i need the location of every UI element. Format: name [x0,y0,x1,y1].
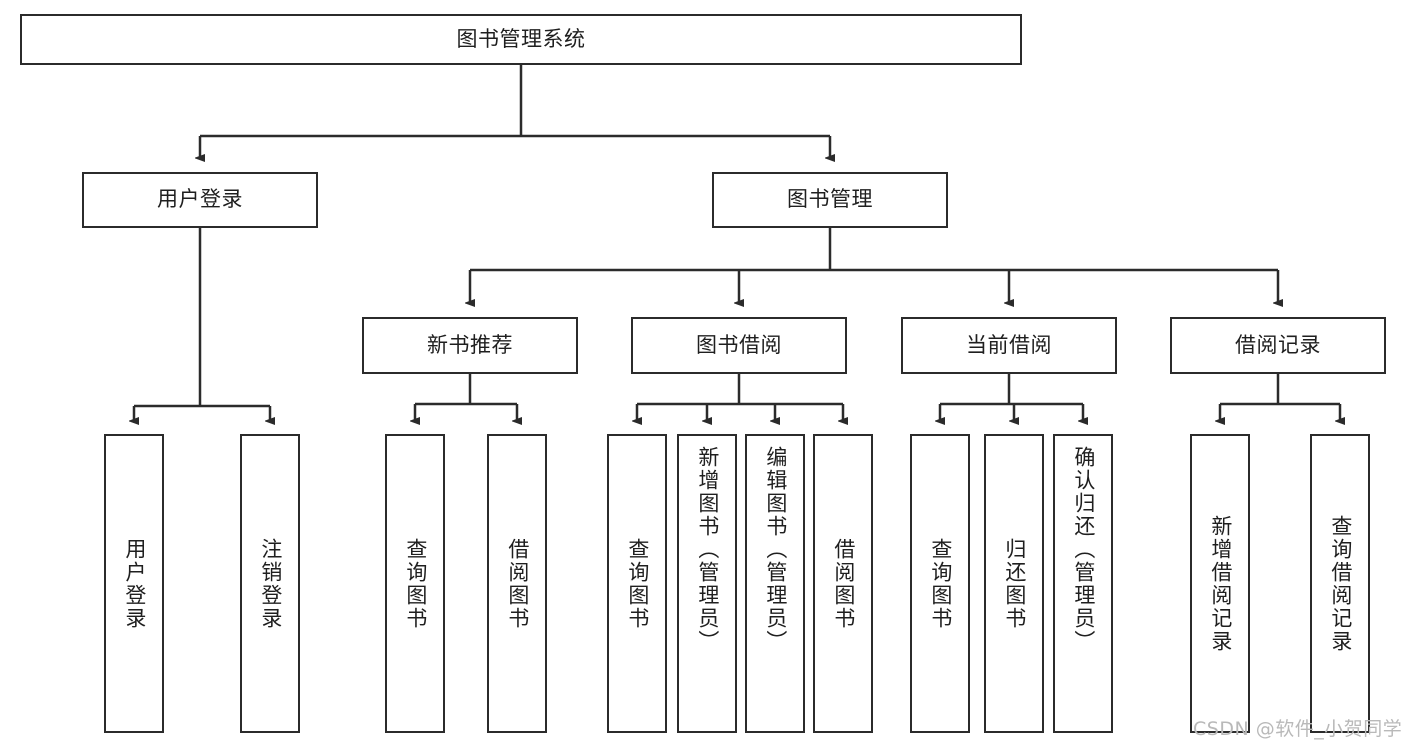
leaf-logout-label: 注销登录 [258,537,283,630]
leaf-query-book-cur[interactable]: 查询图书 [910,434,970,733]
leaf-borrow-book[interactable]: 借阅图书 [813,434,873,733]
leaf-return-book[interactable]: 归还图书 [984,434,1044,733]
leaf-edit-book-label: 编辑图书（管理员） [763,446,788,653]
leaf-query-record[interactable]: 查询借阅记录 [1310,434,1370,733]
csdn-watermark: CSDN @软件_小贺同学 [1193,718,1403,740]
leaf-query-book-cur-label: 查询图书 [928,537,953,630]
leaf-user-login-label: 用户登录 [122,537,147,630]
node-borrow-record-label: 借阅记录 [1235,332,1321,357]
leaf-user-login[interactable]: 用户登录 [104,434,164,733]
leaf-return-book-label: 归还图书 [1002,537,1027,630]
leaf-confirm-return[interactable]: 确认归还（管理员） [1053,434,1113,733]
node-root-label: 图书管理系统 [456,26,586,51]
leaf-borrow-book-label: 借阅图书 [831,537,856,630]
node-user-login[interactable]: 用户登录 [82,172,318,228]
leaf-query-book-rec-label: 查询图书 [403,537,428,630]
leaf-logout[interactable]: 注销登录 [240,434,300,733]
node-current-borrow[interactable]: 当前借阅 [901,317,1117,374]
node-borrow-record[interactable]: 借阅记录 [1170,317,1386,374]
node-book-borrow-label: 图书借阅 [696,332,782,357]
leaf-query-book-borrow[interactable]: 查询图书 [607,434,667,733]
leaf-confirm-return-label: 确认归还（管理员） [1071,446,1096,653]
leaf-add-record[interactable]: 新增借阅记录 [1190,434,1250,733]
node-book-manage-label: 图书管理 [787,187,873,212]
leaf-borrow-book-rec[interactable]: 借阅图书 [487,434,547,733]
leaf-query-record-label: 查询借阅记录 [1328,514,1353,653]
leaf-add-record-label: 新增借阅记录 [1208,514,1233,653]
node-root[interactable]: 图书管理系统 [20,14,1022,65]
node-book-manage[interactable]: 图书管理 [712,172,948,228]
leaf-query-book-borrow-label: 查询图书 [625,537,650,630]
leaf-add-book-label: 新增图书（管理员） [695,446,720,653]
node-new-book-rec-label: 新书推荐 [427,332,513,357]
node-current-borrow-label: 当前借阅 [966,332,1052,357]
leaf-query-book-rec[interactable]: 查询图书 [385,434,445,733]
node-book-borrow[interactable]: 图书借阅 [631,317,847,374]
leaf-edit-book[interactable]: 编辑图书（管理员） [745,434,805,733]
node-user-login-label: 用户登录 [157,187,243,212]
node-new-book-rec[interactable]: 新书推荐 [362,317,578,374]
leaf-add-book[interactable]: 新增图书（管理员） [677,434,737,733]
leaf-borrow-book-rec-label: 借阅图书 [505,537,530,630]
